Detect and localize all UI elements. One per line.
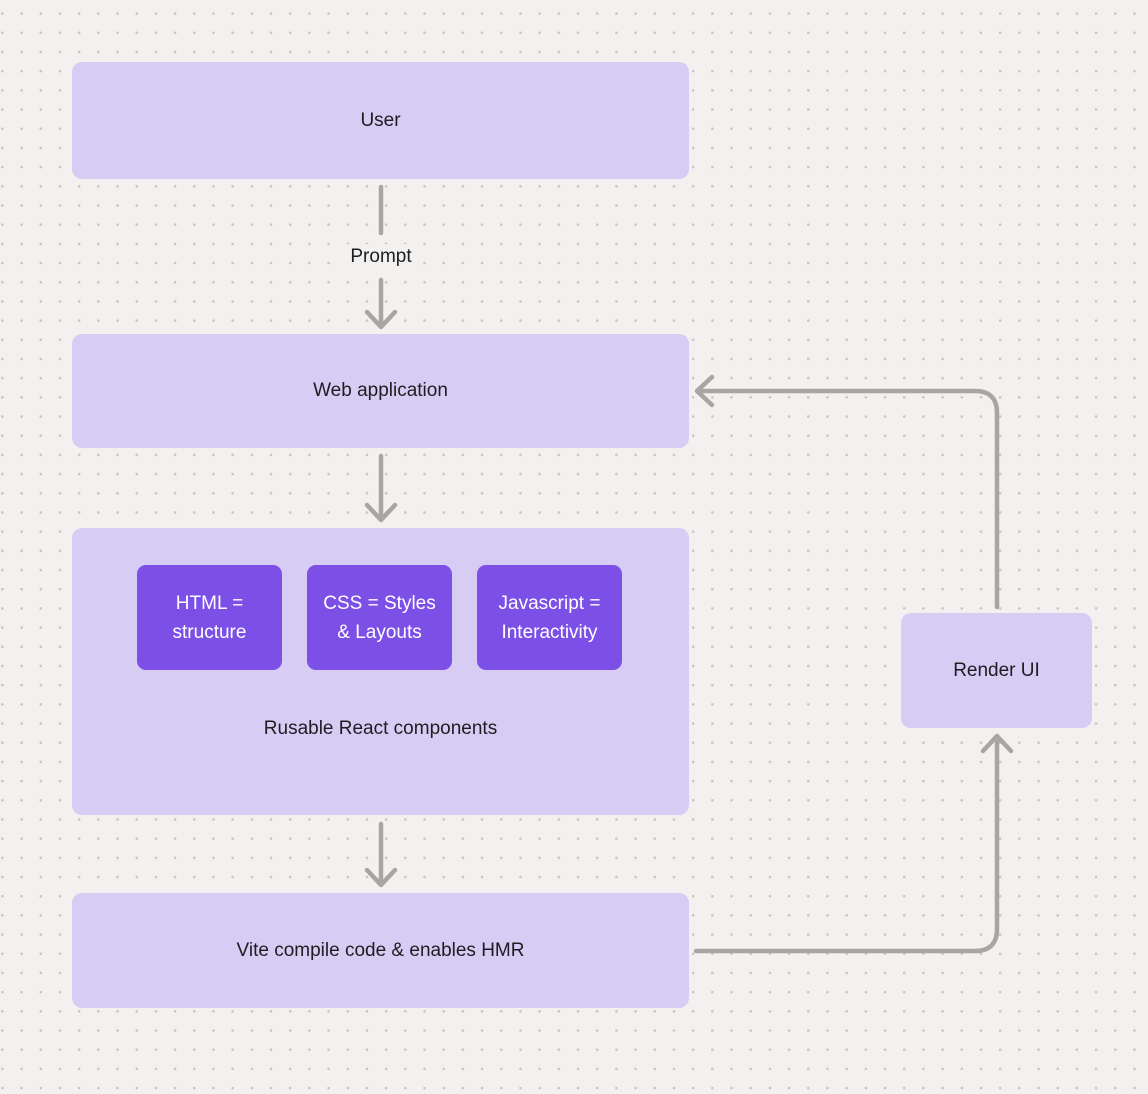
arrowhead-down-icon [364,309,398,330]
node-components-group[interactable]: HTML = structure CSS = Styles & Layouts … [72,528,689,815]
arrowhead-left-icon [694,374,715,408]
edge-components-to-vite[interactable] [364,821,398,888]
node-render-ui[interactable]: Render UI [901,613,1092,728]
node-render-ui-label: Render UI [953,659,1040,681]
arrowhead-up-icon [980,733,1014,754]
chip-javascript-line1: Javascript = [498,592,601,614]
edge-vite-to-renderui-shaft [693,739,1000,954]
chip-html[interactable]: HTML = structure [137,565,282,670]
chip-html-line1: HTML = [175,592,244,614]
chip-row: HTML = structure CSS = Styles & Layouts … [137,565,622,670]
chip-html-line2: structure [172,621,247,643]
node-user[interactable]: User [72,62,689,179]
edge-label-prompt: Prompt [343,244,419,270]
node-web-application-label: Web application [313,380,448,401]
node-components-caption: Rusable React components [263,718,498,739]
node-vite-label: Vite compile code & enables HMR [236,939,525,961]
chip-css-line2: & Layouts [337,621,422,643]
edge-vite-to-renderui[interactable] [693,733,1014,954]
chip-css-line1: CSS = Styles [323,592,436,614]
arrowhead-down-icon [364,867,398,888]
chip-javascript-line2: Interactivity [501,621,598,643]
node-vite[interactable]: Vite compile code & enables HMR [72,893,689,1008]
chip-css[interactable]: CSS = Styles & Layouts [307,565,452,670]
node-web-application[interactable]: Web application [72,334,689,448]
node-user-label: User [360,109,401,131]
edge-renderui-to-webapp-shaft [698,388,1000,610]
edge-webapp-to-components[interactable] [364,453,398,523]
chip-javascript[interactable]: Javascript = Interactivity [477,565,622,670]
arrowhead-down-icon [364,502,398,523]
edge-renderui-to-webapp[interactable] [694,374,1000,610]
